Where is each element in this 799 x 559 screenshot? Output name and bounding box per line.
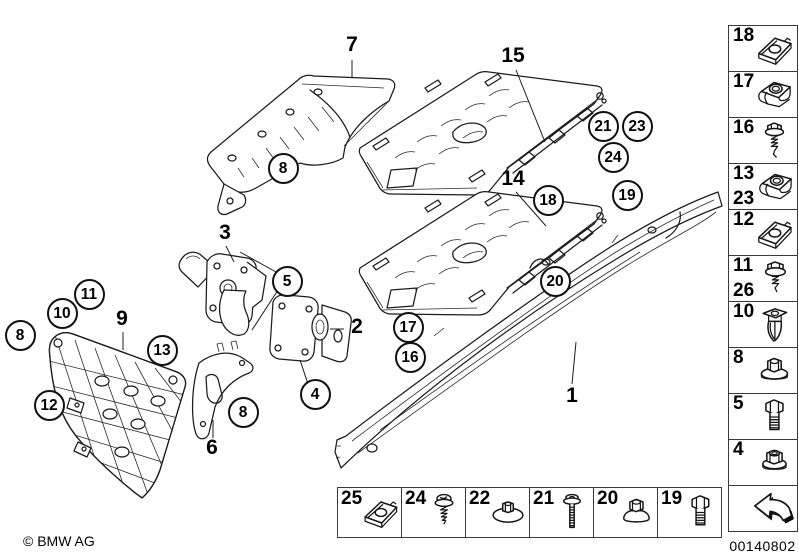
fastener-number: 10 [733,301,755,322]
callout-24[interactable]: 24 [597,141,629,173]
callout-20[interactable]: 20 [539,265,571,297]
washer-nut-icon [487,489,529,536]
fastener-number: 23 [733,188,755,209]
fastener-number: 12 [733,209,755,230]
callout-18[interactable]: 18 [532,184,564,216]
screw-washer-long-icon [423,489,465,536]
part-2-drawing [269,294,352,363]
fastener-number: 5 [733,393,744,414]
fastener-number: 13 [733,163,755,184]
part-14-drawing [358,191,607,316]
part-label-6[interactable]: 6 [206,436,218,460]
nut-washer-icon [751,349,797,392]
part-label-2[interactable]: 2 [351,315,363,339]
fastener-number: 11 [733,255,754,276]
fastener-number: 26 [733,280,755,301]
callout-4[interactable]: 4 [299,378,331,410]
fastener-box-8[interactable]: 8 [728,347,798,394]
part-label-1[interactable]: 1 [566,384,578,408]
part-1-drawing [334,191,723,469]
flange-nut-icon [751,441,797,484]
callout-17[interactable]: 17 [392,311,424,343]
callout-12[interactable]: 12 [33,389,65,421]
callout-8[interactable]: 8 [227,396,259,428]
fastener-box-25[interactable]: 25 [337,487,402,538]
direction-arrow-icon [751,487,797,530]
fastener-box-18[interactable]: 18 [728,25,798,72]
fastener-box-arrow[interactable] [728,485,798,532]
fastener-number: 19 [661,488,683,509]
speed-nut-clip-icon [751,211,797,254]
bolt-washer-icon [752,257,798,300]
expanding-rivet-icon [751,303,797,346]
callout-8[interactable]: 8 [4,319,36,351]
fastener-box-4[interactable]: 4 [728,439,798,486]
fastener-box-22[interactable]: 22 [465,487,530,538]
fastener-number: 21 [533,488,555,509]
fastener-box-20[interactable]: 20 [593,487,658,538]
cone-nut-icon [615,489,657,536]
fastener-box-16[interactable]: 16 [728,117,798,164]
callout-10[interactable]: 10 [46,297,78,329]
fastener-box-5[interactable]: 5 [728,393,798,440]
leader-lines [122,60,577,438]
fastener-number: 4 [733,439,744,460]
hex-bolt-icon [679,489,721,536]
part-label-9[interactable]: 9 [116,307,128,331]
callout-8[interactable]: 8 [267,152,299,184]
copyright-text: © BMW AG [23,533,95,549]
speed-nut-clip-icon [359,489,401,536]
fastener-box-19[interactable]: 19 [657,487,722,538]
part-label-14[interactable]: 14 [501,167,525,191]
part-label-3[interactable]: 3 [219,221,231,245]
fastener-box-24[interactable]: 24 [401,487,466,538]
speed-nut-clip-icon [751,27,797,70]
callout-5[interactable]: 5 [271,265,303,297]
fastener-number: 17 [733,71,755,92]
part-15-drawing [358,71,607,196]
part-9-drawing [48,332,187,499]
fastener-box-12[interactable]: 12 [728,209,798,256]
stud-screw-icon [551,489,593,536]
fastener-box-17[interactable]: 17 [728,71,798,118]
part-3-drawing [178,251,267,336]
screw-washer-icon [751,119,797,162]
cage-clamp-icon [752,165,798,208]
document-number: 00140802 [729,538,796,554]
fastener-number: 24 [405,488,427,509]
part-6-drawing [191,340,254,440]
callout-11[interactable]: 11 [73,278,105,310]
callout-23[interactable]: 23 [621,110,653,142]
fastener-box-10[interactable]: 10 [728,301,798,348]
hex-bolt-icon [751,395,797,438]
fastener-number: 16 [733,117,755,138]
fastener-number: 8 [733,347,744,368]
part-label-15[interactable]: 15 [501,44,525,68]
part-7-drawing [206,74,396,216]
fastener-number: 18 [733,25,755,46]
fastener-number: 20 [597,488,619,509]
fastener-bottom-row: 25 24 22 21 20 19 [337,487,722,538]
callout-19[interactable]: 19 [611,179,643,211]
part-label-7[interactable]: 7 [346,33,358,57]
callout-13[interactable]: 13 [146,334,178,366]
callout-16[interactable]: 16 [394,341,426,373]
cage-clamp-icon [751,73,797,116]
callout-21[interactable]: 21 [587,110,619,142]
fastener-number: 22 [469,488,491,509]
fastener-box-21[interactable]: 21 [529,487,594,538]
fastener-number: 25 [341,488,363,509]
